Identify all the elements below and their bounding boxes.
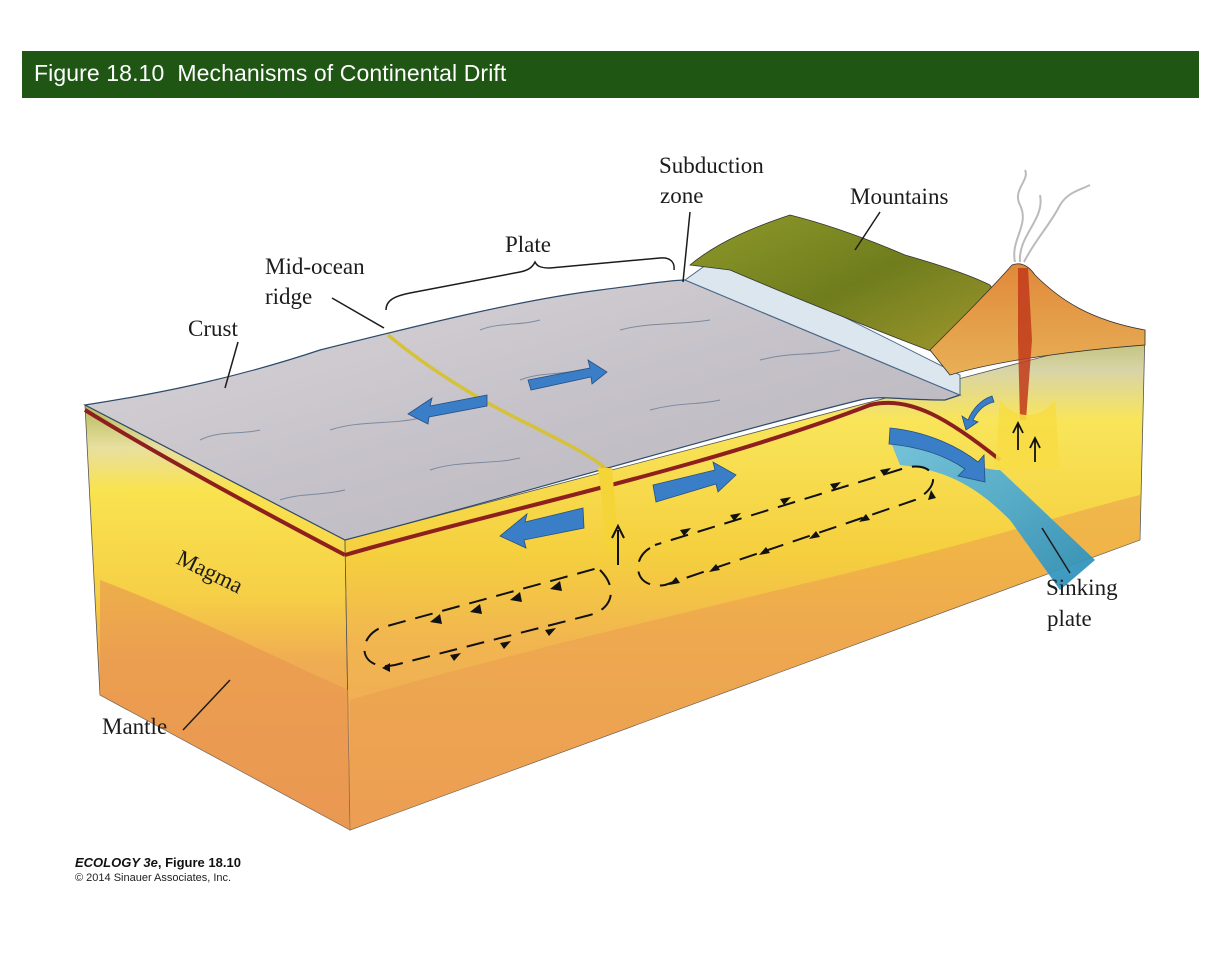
credit-figure-number: , Figure 18.10: [157, 855, 241, 870]
leader-sinking-plate: [1041, 527, 1071, 574]
mid-ocean-ridge: [386, 333, 607, 470]
arrow-plate-left-upper: [407, 394, 488, 425]
credit-copyright: © 2014 Sinauer Associates, Inc.: [75, 872, 232, 884]
figure-title: Figure 18.10 Mechanisms of Continental D…: [34, 60, 507, 86]
arrow-plate-right-lower: [652, 461, 737, 503]
crust-edge-front: [344, 400, 1002, 557]
arrow-plate-left-lower: [499, 507, 585, 549]
label-mountains: Mountains: [850, 184, 948, 209]
leader-crust: [224, 341, 239, 389]
leader-subduction-zone: [682, 211, 691, 283]
label-crust: Crust: [188, 316, 238, 341]
crust-edge-left: [83, 408, 346, 557]
volcano: [929, 263, 1146, 376]
credit-title: ECOLOGY 3e, Figure 18.10: [75, 855, 241, 870]
label-plate: Plate: [505, 232, 551, 257]
arrow-continent-small: [961, 395, 995, 431]
volcano-magma-chamber: [995, 400, 1060, 470]
label-mantle: Mantle: [102, 714, 167, 739]
figure-title-bar: Figure 18.10 Mechanisms of Continental D…: [22, 51, 1199, 98]
leader-lines: [182, 211, 1071, 731]
label-mid-ocean-ridge-1: Mid-ocean: [265, 254, 365, 279]
ridge-upwelling-arrow: [611, 523, 625, 565]
leader-mid-ocean-ridge: [331, 297, 385, 329]
mantle-layer-left: [100, 580, 350, 830]
volcano-upwelling-arrows: [1012, 420, 1041, 462]
label-subduction-zone-2: zone: [660, 183, 703, 208]
ridge-magma-rise: [598, 468, 619, 552]
arrow-plate-right-upper: [527, 359, 608, 391]
convection-arrowheads: [382, 468, 936, 672]
label-sinking-plate-2: plate: [1047, 606, 1092, 631]
mantle-layer: [350, 495, 1140, 830]
label-subduction-zone-1: Subduction: [659, 153, 764, 178]
label-sinking-plate-1: Sinking: [1046, 575, 1118, 600]
volcano-smoke: [1013, 169, 1091, 263]
leader-mountains: [854, 211, 881, 251]
arrow-subduction-down: [888, 427, 986, 483]
sinking-plate: [890, 440, 1095, 590]
plate-bracket: [385, 257, 675, 311]
crust-top-surface: [83, 279, 962, 541]
convection-cell-right: [637, 465, 935, 587]
mountains: [689, 214, 1001, 361]
volcano-magma-conduit: [1018, 268, 1032, 420]
label-mid-ocean-ridge-2: ridge: [265, 284, 312, 309]
leader-mantle: [182, 679, 231, 731]
convection-cell-left: [363, 567, 612, 667]
plate-motion-arrows: [407, 359, 995, 549]
figure-credit: ECOLOGY 3e, Figure 18.10 © 2014 Sinauer …: [75, 855, 241, 884]
credit-book-title: ECOLOGY 3e: [75, 855, 158, 870]
